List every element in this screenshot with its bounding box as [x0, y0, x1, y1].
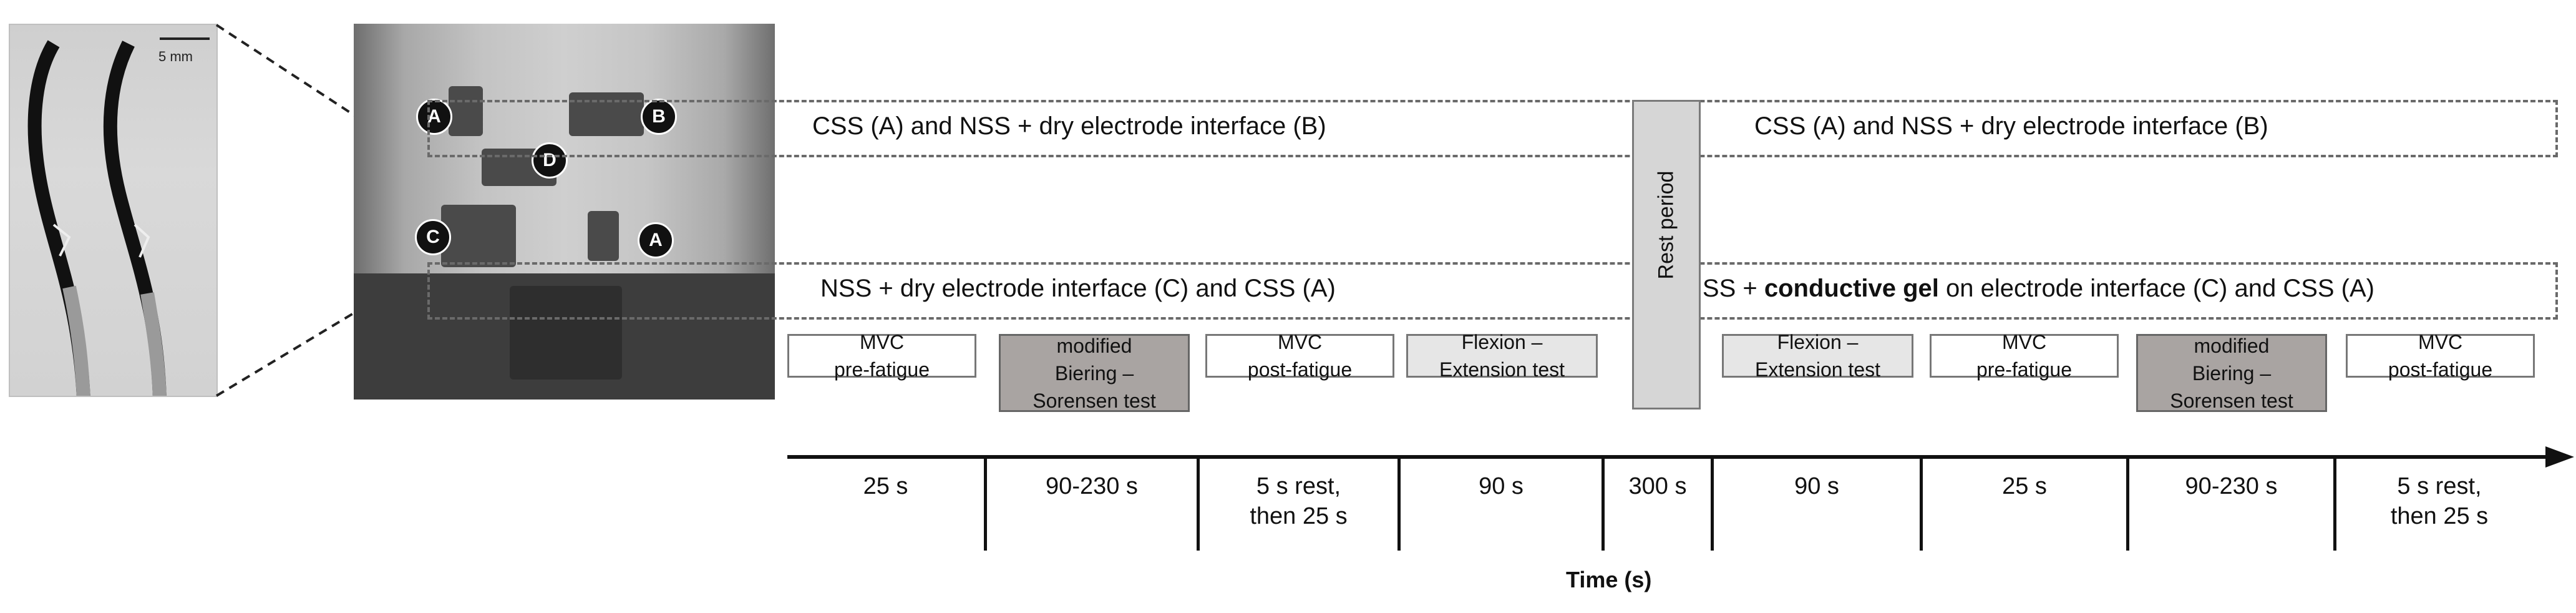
- badge-d: D: [532, 142, 568, 179]
- duration-5: 300 s: [1628, 473, 1687, 499]
- badge-a-top: A: [416, 99, 452, 135]
- rest-period-label: Rest period: [1654, 170, 1678, 279]
- task-flex-ext-1: Flexion –Extension test: [1406, 331, 1598, 381]
- axis-tick: [1711, 457, 1714, 551]
- duration-2: 90-230 s: [1046, 473, 1138, 499]
- row-top-right-label: CSS (A) and NSS + dry electrode interfac…: [1754, 112, 2268, 140]
- axis-tick: [1920, 457, 1923, 551]
- electrode-photo: 5 mm: [9, 24, 218, 397]
- back-photo: A B D C A: [354, 24, 775, 400]
- row-bottom-left-label: NSS + dry electrode interface (C) and CS…: [820, 275, 1336, 302]
- duration-9: 5 s rest,then 25 s: [2390, 473, 2489, 529]
- duration-1: 25 s: [863, 473, 908, 499]
- scale-bar: [160, 37, 210, 40]
- row-bottom-right-label: NSS + conductive gel on electrode interf…: [1684, 275, 2374, 302]
- axis-tick: [1601, 457, 1605, 551]
- scale-bar-label: 5 mm: [158, 49, 193, 64]
- sensor-a-top: [449, 86, 483, 136]
- badge-a-bottom: A: [638, 222, 674, 258]
- duration-3: 5 s rest,then 25 s: [1250, 473, 1348, 529]
- electrode-cables-illustration: [27, 40, 167, 396]
- sensor-b: [569, 92, 644, 136]
- duration-6: 90 s: [1794, 473, 1839, 499]
- rest-period-label-wrap: Rest period: [1632, 162, 1701, 287]
- time-axis: [787, 455, 2553, 459]
- session-row-dry: [427, 100, 2558, 157]
- trouser-fly: [510, 286, 622, 380]
- axis-tick: [2333, 457, 2336, 551]
- row-top-left-label: CSS (A) and NSS + dry electrode interfac…: [812, 112, 1326, 140]
- duration-8: 90-230 s: [2185, 473, 2278, 499]
- axis-tick: [2126, 457, 2129, 551]
- zoom-guide-lines: [215, 24, 359, 397]
- duration-7: 25 s: [2002, 473, 2047, 499]
- badge-c: C: [415, 219, 451, 255]
- task-flex-ext-2: Flexion –Extension test: [1722, 331, 1913, 381]
- time-axis-arrowhead: [2545, 446, 2574, 468]
- sensor-c: [441, 205, 516, 267]
- axis-tick: [1197, 457, 1200, 551]
- badge-b: B: [641, 99, 677, 135]
- time-axis-label: Time (s): [1566, 567, 1652, 592]
- axis-tick: [1397, 457, 1401, 551]
- axis-tick: [984, 457, 987, 551]
- sensor-a-bottom: [588, 211, 619, 261]
- duration-4: 90 s: [1479, 473, 1524, 499]
- rest-period-box: [1632, 100, 1701, 409]
- session-row-gel: [427, 262, 2558, 320]
